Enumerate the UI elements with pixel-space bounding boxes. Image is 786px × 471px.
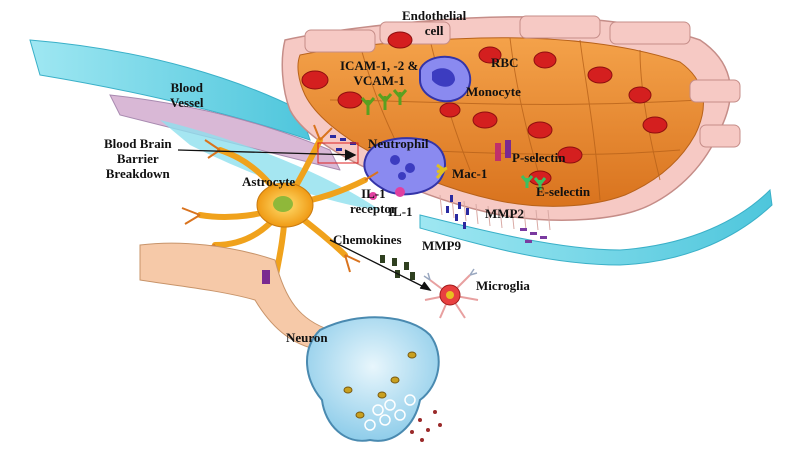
label-pointers bbox=[177, 142, 432, 291]
p-selectin-marker bbox=[495, 140, 511, 161]
label-bbb-breakdown: Blood Brain Barrier Breakdown bbox=[104, 136, 172, 181]
label-neutrophil: Neutrophil bbox=[368, 136, 429, 151]
label-endothelial-cell: Endothelial cell bbox=[402, 8, 467, 38]
neutrophil-cell bbox=[363, 137, 446, 196]
label-p-selectin: P-selectin bbox=[512, 150, 566, 165]
label-il1: IL-1 bbox=[388, 204, 413, 219]
il1-receptor-marker bbox=[369, 187, 405, 200]
label-blood-vessel: Blood Vessel bbox=[170, 80, 204, 110]
monocyte-cell bbox=[419, 55, 472, 103]
blood-vessel bbox=[29, 39, 773, 266]
label-mmp9: MMP9 bbox=[422, 238, 461, 253]
label-mac1: Mac-1 bbox=[452, 166, 488, 181]
e-selectin-marker bbox=[520, 175, 547, 190]
label-microglia: Microglia bbox=[476, 278, 530, 293]
mmp2-molecules bbox=[520, 228, 547, 243]
icam-receptors bbox=[360, 89, 408, 115]
label-mmp2: MMP2 bbox=[485, 206, 524, 221]
label-il1-receptor: IL-1 receptor bbox=[350, 186, 397, 216]
neuron-cell bbox=[139, 242, 442, 442]
label-astrocyte: Astrocyte bbox=[242, 174, 296, 189]
label-monocyte: Monocyte bbox=[466, 84, 521, 99]
label-e-selectin: E-selectin bbox=[536, 184, 591, 199]
mac1-marker bbox=[435, 163, 448, 179]
label-icam: ICAM-1, -2 & VCAM-1 bbox=[340, 58, 419, 88]
red-blood-cells bbox=[301, 31, 668, 186]
microglia-cell bbox=[423, 268, 479, 319]
label-chemokines: Chemokines bbox=[333, 232, 402, 247]
label-neuron: Neuron bbox=[286, 330, 328, 345]
label-rbc: RBC bbox=[491, 55, 519, 70]
